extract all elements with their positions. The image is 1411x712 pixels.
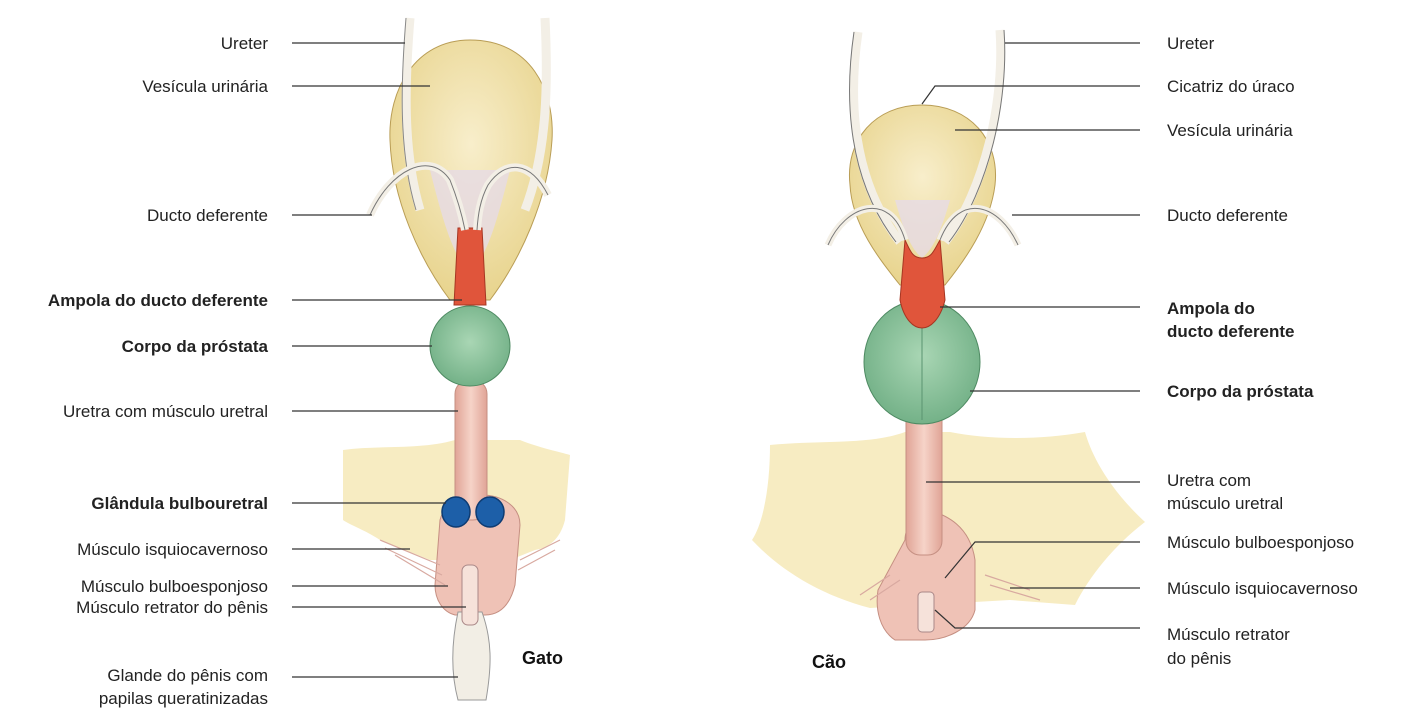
label-dog-urachus: Cicatriz do úraco	[1167, 76, 1295, 97]
label-dog-ductus-deferens: Ducto deferente	[1167, 205, 1288, 226]
label-cat-bulbourethral: Glândula bulbouretral	[91, 493, 268, 514]
label-cat-urethra: Uretra com músculo uretral	[63, 401, 268, 422]
label-cat-ischiocavernosus: Músculo isquiocavernoso	[77, 539, 268, 560]
species-label-cat: Gato	[522, 648, 563, 669]
species-label-dog: Cão	[812, 652, 846, 673]
label-dog-retractor-line1: Músculo retrator	[1167, 624, 1290, 645]
cat-retractor-muscle	[462, 565, 478, 625]
label-dog-prostate: Corpo da próstata	[1167, 381, 1313, 402]
label-cat-glans-line2: papilas queratinizadas	[99, 688, 268, 709]
label-cat-retractor: Músculo retrator do pênis	[76, 597, 268, 618]
label-dog-retractor-line2: do pênis	[1167, 648, 1231, 669]
dog-illustration	[752, 30, 1145, 640]
label-dog-ampulla-line2: ducto deferente	[1167, 321, 1295, 342]
label-cat-glans-line1: Glande do pênis com	[107, 665, 268, 686]
cat-bulbourethral-left	[442, 497, 470, 527]
label-dog-ischiocavernosus: Músculo isquiocavernoso	[1167, 578, 1358, 599]
label-cat-bladder: Vesícula urinária	[142, 76, 268, 97]
cat-ampulla	[454, 228, 486, 305]
label-dog-urethra-line2: músculo uretral	[1167, 493, 1283, 514]
label-cat-ductus-deferens: Ducto deferente	[147, 205, 268, 226]
label-dog-bulbospongiosus: Músculo bulboesponjoso	[1167, 532, 1354, 553]
cat-bulbourethral-right	[476, 497, 504, 527]
label-dog-bladder: Vesícula urinária	[1167, 120, 1293, 141]
dog-retractor-muscle	[918, 592, 934, 632]
label-dog-urethra-line1: Uretra com	[1167, 470, 1251, 491]
label-cat-ureter: Ureter	[221, 33, 268, 54]
cat-illustration	[343, 18, 570, 700]
cat-prostate	[430, 306, 510, 386]
label-dog-ampulla-line1: Ampola do	[1167, 298, 1255, 319]
label-cat-ampulla: Ampola do ducto deferente	[48, 290, 268, 311]
label-cat-bulbospongiosus: Músculo bulboesponjoso	[81, 576, 268, 597]
label-dog-ureter: Ureter	[1167, 33, 1214, 54]
label-cat-prostate: Corpo da próstata	[122, 336, 268, 357]
